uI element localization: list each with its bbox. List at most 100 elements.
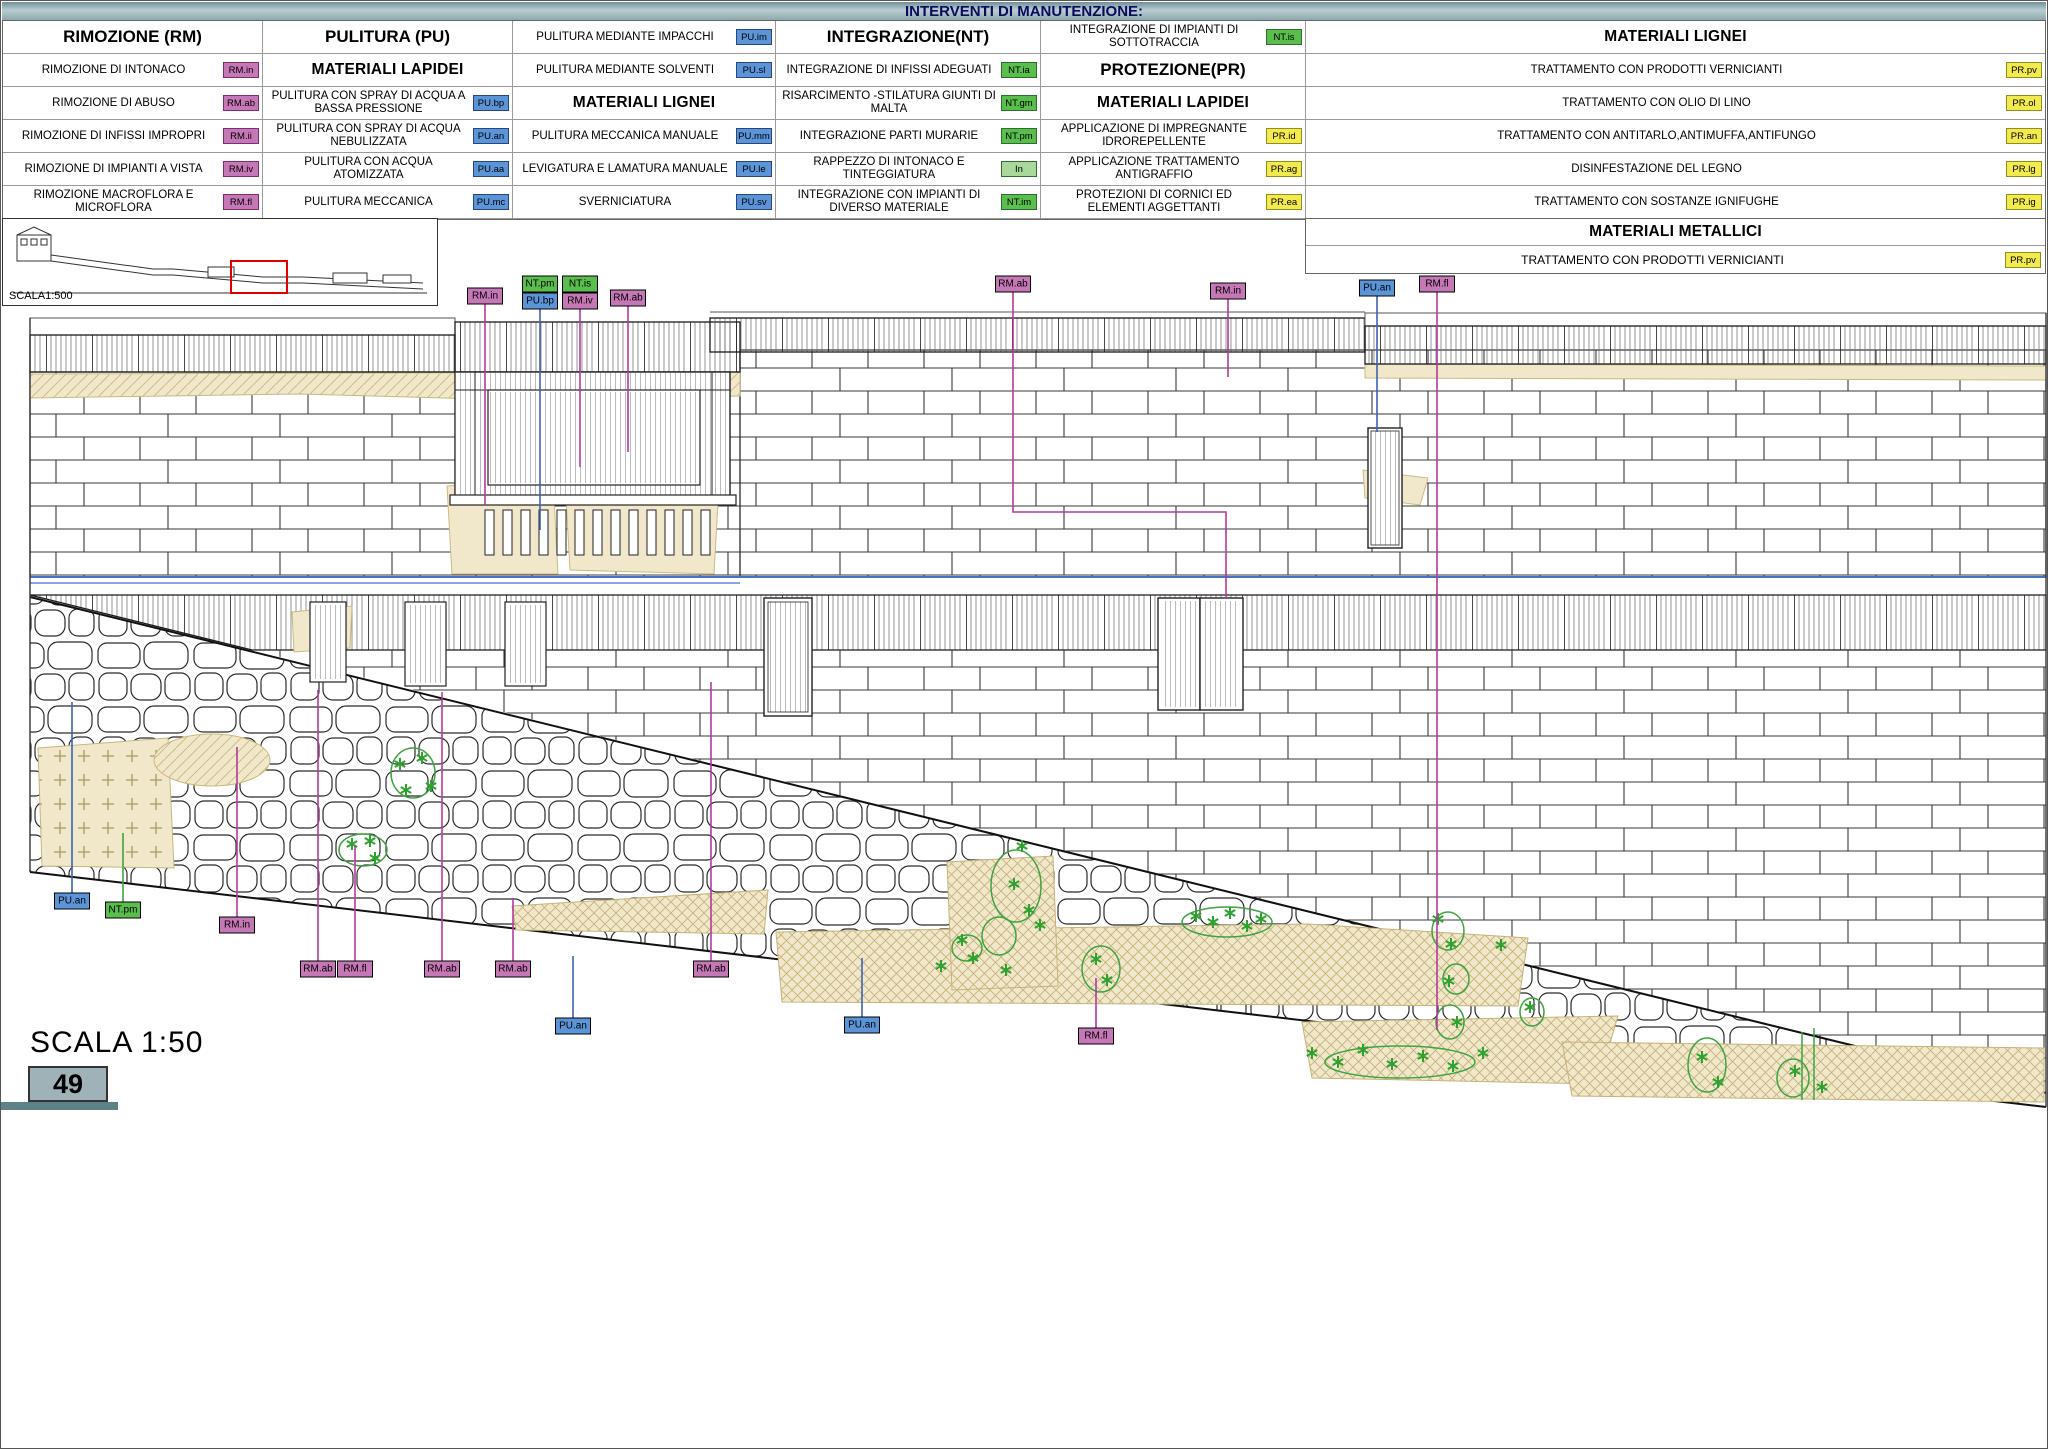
vegetation-marks bbox=[338, 747, 1815, 1100]
legend-label: PULITURA CON SPRAY DI ACQUA A BASSA PRES… bbox=[271, 90, 466, 115]
legend-code-badge: NT.is bbox=[1266, 29, 1302, 45]
legend-cell: PROTEZIONI DI CORNICI ED ELEMENTI AGGETT… bbox=[1041, 186, 1306, 219]
legend-label: INTEGRAZIONE(NT) bbox=[826, 27, 990, 47]
wall-rubble bbox=[30, 597, 2046, 1107]
legend-code-badge: PR.lg bbox=[2006, 161, 2042, 177]
legend-cell: PULITURA MECCANICA MANUALE PU.mm bbox=[513, 120, 776, 153]
legend-label: PROTEZIONI DI CORNICI ED ELEMENTI AGGETT… bbox=[1076, 189, 1232, 214]
footer-accent-bar bbox=[0, 1102, 118, 1110]
legend-label: INTEGRAZIONE DI IMPIANTI DI SOTTOTRACCIA bbox=[1069, 24, 1239, 49]
legend-label: PULITURA CON SPRAY DI ACQUA NEBULIZZATA bbox=[276, 123, 461, 148]
legend-code-badge: PR.ol bbox=[2006, 95, 2042, 111]
legend-label: RIMOZIONE MACROFLORA E MICROFLORA bbox=[33, 189, 194, 214]
legend-label: PULITURA CON ACQUA ATOMIZZATA bbox=[304, 156, 433, 181]
legend-code-badge: PR.an bbox=[2006, 128, 2042, 144]
legend-cell: INTEGRAZIONE DI INFISSI ADEGUATI NT.ia bbox=[776, 54, 1041, 87]
drawing-scale-label: SCALA 1:50 bbox=[30, 1026, 204, 1059]
string-course bbox=[30, 576, 2046, 584]
legend-cell: TRATTAMENTO CON PRODOTTI VERNICIANTI PR.p… bbox=[1306, 54, 2045, 87]
legend-label: PULITURA MEDIANTE SOLVENTI bbox=[535, 63, 715, 76]
metal-box-header: MATERIALI METALLICI bbox=[1306, 219, 2045, 246]
legend-code-badge: PU.an bbox=[473, 128, 509, 144]
legend-code-badge: PU.le bbox=[736, 161, 772, 177]
legend-label: PULITURA (PU) bbox=[325, 27, 450, 47]
legend-label: APPLICAZIONE DI IMPREGNANTE IDROREPELLEN… bbox=[1061, 123, 1247, 148]
key-plan-highlight bbox=[230, 260, 288, 294]
legend-code-badge: PR.ag bbox=[1266, 161, 1302, 177]
legend-label: TRATTAMENTO CON SOSTANZE IGNIFUGHE bbox=[1534, 195, 1779, 208]
legend-cell: PULITURA CON SPRAY DI ACQUA NEBULIZZATA P… bbox=[263, 120, 513, 153]
legend-cell: RIMOZIONE DI IMPIANTI A VISTA RM.iv bbox=[3, 153, 263, 186]
legend-code-badge: PU.sl bbox=[736, 62, 772, 78]
middle-band-windows bbox=[309, 597, 1244, 717]
legend-label: DISINFESTAZIONE DEL LEGNO bbox=[1571, 162, 1742, 175]
legend-code-badge: PR.ig bbox=[2006, 194, 2042, 210]
legend-code-badge: NT.pm bbox=[1001, 128, 1037, 144]
legend-label: PULITURA MECCANICA bbox=[304, 195, 433, 208]
legend-label: MATERIALI LAPIDEI bbox=[1096, 94, 1250, 112]
legend-cell: PROTEZIONE(PR) bbox=[1041, 54, 1306, 87]
legend-code-badge: PR.ea bbox=[1266, 194, 1302, 210]
legend-label: INTEGRAZIONE DI INFISSI ADEGUATI bbox=[786, 63, 992, 76]
legend-label: RIMOZIONE DI INFISSI IMPROPRI bbox=[21, 129, 206, 142]
legend-code-badge: PR.pv bbox=[2006, 62, 2042, 78]
legend-code-badge: PR.id bbox=[1266, 128, 1302, 144]
legend-code-badge: PU.bp bbox=[473, 95, 509, 111]
legend-code-badge: PR.pv bbox=[2005, 252, 2041, 268]
legend-label: RIMOZIONE DI IMPIANTI A VISTA bbox=[24, 162, 203, 175]
legend-cell: DISINFESTAZIONE DEL LEGNO PR.lg bbox=[1306, 153, 2045, 186]
legend-label: PULITURA MECCANICA MANUALE bbox=[531, 129, 719, 142]
legend-label: TRATTAMENTO CON PRODOTTI VERNICIANTI bbox=[1521, 253, 1784, 267]
legend-code-badge: NT.ia bbox=[1001, 62, 1037, 78]
legend-code-badge: RM.ab bbox=[223, 95, 259, 111]
legend-code-badge: RM.ii bbox=[223, 128, 259, 144]
legend-code-badge: In bbox=[1001, 161, 1037, 177]
legend-label: TRATTAMENTO CON ANTITARLO,ANTIMUFFA,ANTI… bbox=[1497, 129, 1816, 142]
legend-label: MATERIALI LIGNEI bbox=[1604, 28, 1747, 46]
legend-cell: PULITURA CON ACQUA ATOMIZZATA PU.aa bbox=[263, 153, 513, 186]
legend-code-badge: PU.mm bbox=[736, 128, 772, 144]
legend-label: APPLICAZIONE TRATTAMENTO ANTIGRAFFIO bbox=[1068, 156, 1240, 181]
central-scaffold-window bbox=[449, 371, 737, 556]
sheet-header: INTERVENTI DI MANUTENZIONE: bbox=[2, 2, 2046, 20]
legend-label: RIMOZIONE (RM) bbox=[63, 27, 202, 47]
legend-label: SVERNICIATURA bbox=[578, 195, 672, 208]
legend-label: INTEGRAZIONE PARTI MURARIE bbox=[799, 129, 979, 142]
legend-cell: RISARCIMENTO -STILATURA GIUNTI DI MALTA N… bbox=[776, 87, 1041, 120]
legend-label: INTEGRAZIONE CON IMPIANTI DI DIVERSO MAT… bbox=[797, 189, 981, 214]
legend-code-badge: RM.iv bbox=[223, 161, 259, 177]
sheet-title: INTERVENTI DI MANUTENZIONE: bbox=[904, 2, 1144, 20]
legend-code-badge: PU.mc bbox=[473, 194, 509, 210]
legend-cell: APPLICAZIONE TRATTAMENTO ANTIGRAFFIO PR.a… bbox=[1041, 153, 1306, 186]
legend-cell: RIMOZIONE DI INFISSI IMPROPRI RM.ii bbox=[3, 120, 263, 153]
legend-cell: MATERIALI LIGNEI bbox=[1306, 21, 2045, 54]
legend-cell: PULITURA MECCANICA PU.mc bbox=[263, 186, 513, 219]
legend-label: RIMOZIONE DI INTONACO bbox=[41, 63, 186, 76]
legend-cell: INTEGRAZIONE(NT) bbox=[776, 21, 1041, 54]
legend-code-badge: NT.gm bbox=[1001, 95, 1037, 111]
key-plan-sketch bbox=[13, 226, 427, 294]
legend-label: TRATTAMENTO CON PRODOTTI VERNICIANTI bbox=[1530, 63, 1783, 76]
sheet-number: 49 bbox=[52, 1068, 84, 1099]
legend-code-badge: PU.sv bbox=[736, 194, 772, 210]
legend-cell: MATERIALI LAPIDEI bbox=[263, 54, 513, 87]
legend-cell: PULITURA CON SPRAY DI ACQUA A BASSA PRES… bbox=[263, 87, 513, 120]
legend-cell: TRATTAMENTO CON ANTITARLO,ANTIMUFFA,ANTI… bbox=[1306, 120, 2045, 153]
legend-label: PULITURA MEDIANTE IMPACCHI bbox=[536, 30, 714, 43]
legend-cell: PULITURA (PU) bbox=[263, 21, 513, 54]
legend-code-badge: PU.aa bbox=[473, 161, 509, 177]
sheet-number-box: 49 bbox=[28, 1066, 108, 1102]
legend-label: RISARCIMENTO -STILATURA GIUNTI DI MALTA bbox=[782, 90, 996, 115]
legend-cell: TRATTAMENTO CON SOSTANZE IGNIFUGHE PR.ig bbox=[1306, 186, 2045, 219]
legend-code-badge: RM.fl bbox=[223, 194, 259, 210]
right-boarded-window bbox=[1367, 427, 1403, 549]
legend-label: MATERIALI LAPIDEI bbox=[311, 61, 464, 79]
legend-label: PROTEZIONE(PR) bbox=[1100, 60, 1246, 80]
legend-cell: MATERIALI LAPIDEI bbox=[1041, 87, 1306, 120]
legend-cell: APPLICAZIONE DI IMPREGNANTE IDROREPELLEN… bbox=[1041, 120, 1306, 153]
legend-cell: PULITURA MEDIANTE SOLVENTI PU.sl bbox=[513, 54, 776, 87]
